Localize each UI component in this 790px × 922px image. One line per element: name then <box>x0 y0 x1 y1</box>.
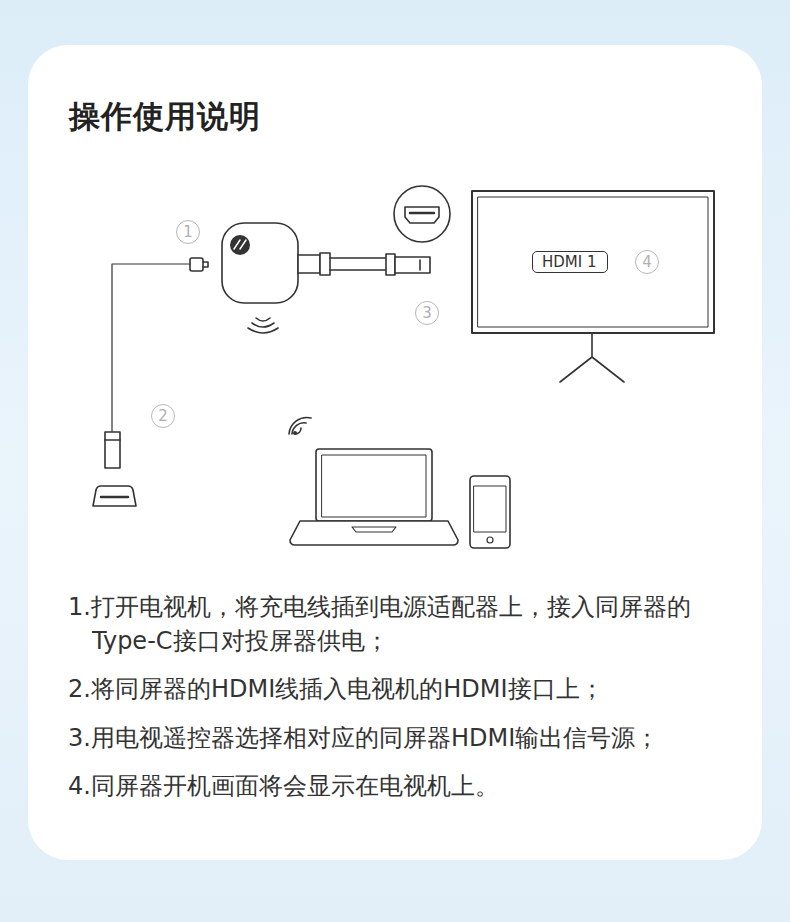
power-cable <box>112 264 190 432</box>
instruction-step: 4.同屏器开机画面将会显示在电视机上。 <box>68 769 732 803</box>
phone-screen <box>474 486 506 532</box>
hdmi-port-icon <box>394 186 450 242</box>
dongle-body <box>222 223 298 303</box>
hdmi-port-slot <box>410 212 434 215</box>
tv-frame <box>472 191 714 333</box>
usb-plug-detail <box>105 439 120 441</box>
phone-body <box>470 476 510 548</box>
page-title: 操作使用说明 <box>69 96 261 138</box>
box-text: HDMI 1 <box>533 252 607 272</box>
hdmi-plug <box>395 257 430 273</box>
instruction-step: 1.打开电视机，将充电线插到电源适配器上，接入同屏器的Type-C接口对投屏器供… <box>68 590 732 658</box>
plug-sleeve <box>386 254 395 275</box>
cable-sleeve <box>320 253 330 275</box>
type-c-plug <box>190 258 203 271</box>
callout-number: 3 <box>415 301 439 325</box>
phone-button <box>487 537 493 543</box>
plug-detail <box>419 260 421 270</box>
laptop-screen <box>316 449 432 521</box>
type-c-tip <box>203 262 208 267</box>
input-source-box: HDMI 1 <box>532 251 608 273</box>
tv-screen <box>478 197 708 327</box>
usb-port-slot <box>101 496 128 499</box>
wifi-icon <box>248 318 278 333</box>
touchpad <box>352 527 396 532</box>
cable-neck <box>298 255 320 273</box>
usb-plug <box>105 432 120 468</box>
wifi-icon <box>289 418 311 435</box>
laptop-display <box>322 455 426 517</box>
laptop-base <box>290 521 458 545</box>
callout-number: 1 <box>176 220 200 244</box>
hdmi-cable <box>330 258 386 270</box>
hdmi-port <box>405 207 439 223</box>
usb-port <box>93 486 136 506</box>
instruction-step: 2.将同屏器的HDMI线插入电视机的HDMI接口上； <box>68 672 732 706</box>
logo-mark <box>234 240 246 249</box>
callout-number: 4 <box>635 250 659 274</box>
tv-stand <box>560 333 624 382</box>
instruction-step: 3.用电视遥控器选择相对应的同屏器HDMI输出信号源； <box>68 721 732 755</box>
dongle-logo <box>230 235 250 255</box>
callout-number: 2 <box>151 404 175 428</box>
